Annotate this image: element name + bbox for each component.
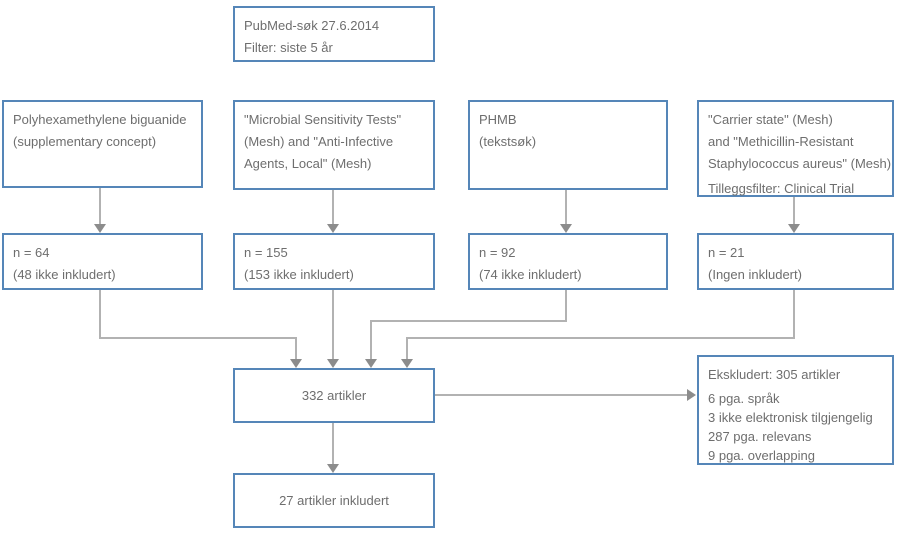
search-text-line: (Mesh) and "Anti-Infective (244, 134, 394, 149)
connector-line (793, 197, 795, 226)
connector-line (406, 337, 408, 360)
connector-line (99, 290, 101, 337)
result-note: (74 ikke inkludert) (479, 267, 582, 282)
result-note: (Ingen inkludert) (708, 267, 802, 282)
arrow-down-icon (788, 224, 800, 233)
excluded-reason: 6 pga. språk (708, 391, 780, 406)
arrow-right-icon (687, 389, 696, 401)
connector-line (793, 290, 795, 337)
search-text-line: Polyhexamethylene biguanide (13, 112, 187, 127)
search-text-line: "Carrier state" (Mesh) (708, 112, 833, 127)
excluded-box: Ekskludert: 305 artikler 6 pga. språk 3 … (697, 355, 894, 465)
search-box-carrier-state: "Carrier state" (Mesh) and "Methicillin-… (697, 100, 894, 197)
connector-line (565, 190, 567, 226)
excluded-reason: 3 ikke elektronisk tilgjengelig (708, 410, 873, 425)
included-articles-box: 27 artikler inkludert (233, 473, 435, 528)
source-box: PubMed-søk 27.6.2014 Filter: siste 5 år (233, 6, 435, 62)
arrow-down-icon (327, 359, 339, 368)
search-box-microbial-sensitivity: "Microbial Sensitivity Tests" (Mesh) and… (233, 100, 435, 190)
connector-line (565, 290, 567, 320)
pooled-articles-label: 332 artikler (301, 387, 367, 403)
included-articles-label: 27 artikler inkludert (279, 492, 389, 508)
connector-line (295, 337, 297, 360)
search-filter-line: Tilleggsfilter: Clinical Trial (708, 181, 855, 196)
search-box-polyhexamethylene: Polyhexamethylene biguanide (supplementa… (2, 100, 203, 188)
result-count: n = 64 (13, 245, 50, 260)
result-box-1: n = 64 (48 ikke inkludert) (2, 233, 203, 290)
result-note: (153 ikke inkludert) (244, 267, 354, 282)
search-text-line: and "Methicillin-Resistant (708, 134, 854, 149)
search-text-line: "Microbial Sensitivity Tests" (244, 112, 402, 127)
search-text-line: PHMB (479, 112, 517, 127)
result-count: n = 155 (244, 245, 288, 260)
connector-line (435, 394, 688, 396)
search-text-line: Staphylococcus aureus" (Mesh) (708, 156, 892, 171)
arrow-down-icon (560, 224, 572, 233)
connector-line (406, 337, 795, 339)
excluded-header: Ekskludert: 305 artikler (708, 367, 841, 382)
result-count: n = 92 (479, 245, 516, 260)
arrow-down-icon (327, 224, 339, 233)
connector-line (332, 290, 334, 359)
connector-line (370, 320, 372, 360)
result-box-4: n = 21 (Ingen inkludert) (697, 233, 894, 290)
excluded-reason: 9 pga. overlapping (708, 448, 815, 463)
result-note: (48 ikke inkludert) (13, 267, 116, 282)
search-text-line: Agents, Local" (Mesh) (244, 156, 372, 171)
arrow-down-icon (401, 359, 413, 368)
connector-line (332, 423, 334, 464)
source-line-2: Filter: siste 5 år (244, 40, 333, 55)
arrow-down-icon (365, 359, 377, 368)
excluded-reason: 287 pga. relevans (708, 429, 812, 444)
source-line-1: PubMed-søk 27.6.2014 (244, 18, 380, 33)
connector-line (332, 190, 334, 226)
result-box-3: n = 92 (74 ikke inkludert) (468, 233, 668, 290)
excluded-reasons: 6 pga. språk 3 ikke elektronisk tilgjeng… (708, 389, 890, 465)
search-box-phmb: PHMB (tekstsøk) (468, 100, 668, 190)
search-text-line: (supplementary concept) (13, 134, 157, 149)
result-box-2: n = 155 (153 ikke inkludert) (233, 233, 435, 290)
result-count: n = 21 (708, 245, 745, 260)
pooled-articles-box: 332 artikler (233, 368, 435, 423)
arrow-down-icon (327, 464, 339, 473)
connector-line (99, 337, 297, 339)
arrow-down-icon (290, 359, 302, 368)
arrow-down-icon (94, 224, 106, 233)
connector-line (370, 320, 567, 322)
connector-line (99, 188, 101, 226)
search-text-line: (tekstsøk) (479, 134, 537, 149)
